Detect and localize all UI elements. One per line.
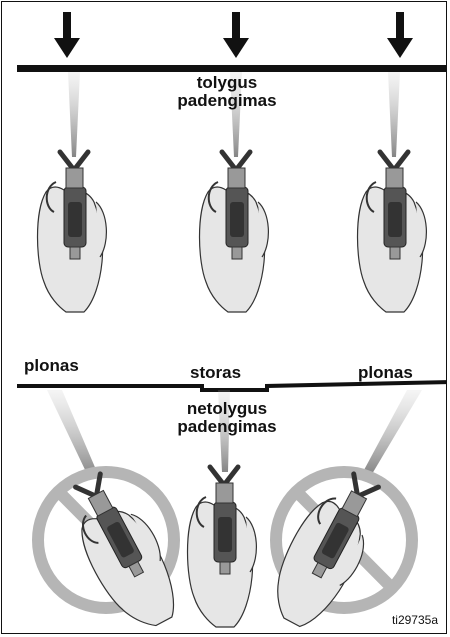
spray-fan bbox=[47, 390, 97, 476]
spray-gun-icon bbox=[358, 152, 427, 312]
label-uneven-coverage: netolygus padengimas bbox=[152, 400, 302, 436]
down-arrow-icon bbox=[54, 12, 80, 58]
label-even-coverage: tolygus padengimas bbox=[152, 74, 302, 110]
spray-gun-icon bbox=[200, 152, 269, 312]
label-thin-right: plonas bbox=[358, 364, 413, 382]
spray-fan bbox=[364, 390, 422, 474]
label-thin-left: plonas bbox=[24, 357, 79, 375]
label-line: padengimas bbox=[152, 92, 302, 110]
label-line: netolygus bbox=[152, 400, 302, 418]
spray-gun-icon bbox=[188, 467, 257, 627]
surface-line-bottom bbox=[17, 382, 447, 390]
label-line: tolygus bbox=[152, 74, 302, 92]
label-thick: storas bbox=[190, 364, 241, 382]
figure-id: ti29735a bbox=[392, 613, 438, 627]
label-line: padengimas bbox=[152, 418, 302, 436]
spray-fan bbox=[388, 72, 400, 157]
down-arrow-icon bbox=[223, 12, 249, 58]
surface-line-top bbox=[17, 65, 447, 72]
spray-fan bbox=[68, 72, 80, 157]
spray-gun-icon bbox=[38, 152, 107, 312]
down-arrow-icon bbox=[387, 12, 413, 58]
